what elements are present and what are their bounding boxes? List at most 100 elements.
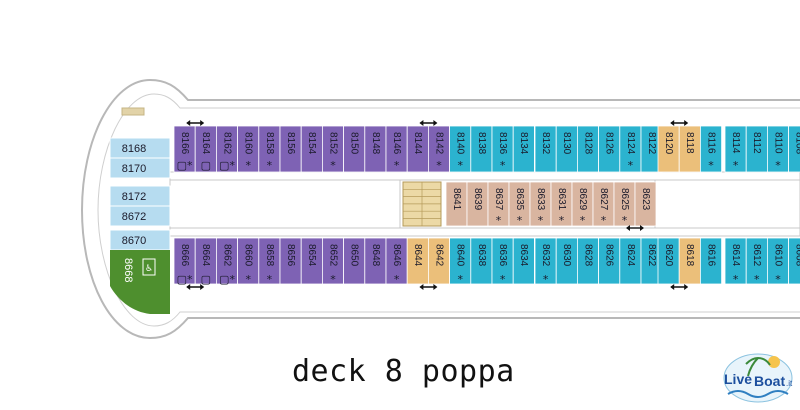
cabin-number: 8120: [663, 132, 674, 155]
cabin-8138[interactable]: 8138: [470, 125, 493, 173]
cabin-fill: [109, 205, 171, 227]
cabin-8642[interactable]: 8642: [427, 237, 450, 285]
cabin-8130[interactable]: 8130: [555, 125, 578, 173]
cabin-8670[interactable]: 8670: [109, 229, 171, 251]
cabin-8652[interactable]: 8652*: [321, 237, 344, 286]
cabin-number: 8132: [540, 132, 551, 155]
cabin-8623[interactable]: 8623: [634, 181, 657, 227]
cabin-8614[interactable]: 8614*: [724, 237, 747, 286]
cabin-8641[interactable]: 8641: [445, 181, 468, 227]
cabin-number: 8140: [455, 132, 466, 155]
cabin-number: 8642: [433, 244, 444, 267]
cabin-8168[interactable]: 8168: [109, 137, 171, 159]
cabin-8666[interactable]: 8666▢*: [173, 237, 196, 286]
cabin-8610[interactable]: 8610*: [767, 237, 790, 286]
cabin-8648[interactable]: 8648: [364, 237, 387, 285]
cabin-marker: *: [394, 273, 400, 286]
cabin-8630[interactable]: 8630: [555, 237, 578, 285]
cabin-number: 8648: [370, 244, 381, 267]
cabin-8637[interactable]: 8637*: [487, 181, 510, 227]
cabin-8120[interactable]: 8120: [657, 125, 680, 173]
cabin-8656[interactable]: 8656: [279, 237, 302, 285]
cabin-8116[interactable]: 8116*: [700, 125, 723, 173]
cabin-8152[interactable]: 8152 *: [321, 125, 344, 173]
cabin-8118[interactable]: 8118: [678, 125, 701, 173]
cabin-8628[interactable]: 8628: [577, 237, 600, 285]
cabin-marker: *: [457, 159, 463, 172]
cabin-number: 8638: [476, 244, 487, 267]
cabin-8627[interactable]: 8627*: [592, 181, 615, 227]
cabin-number: 8632: [540, 244, 551, 267]
cabin-8634[interactable]: 8634: [512, 237, 535, 285]
cabin-8140[interactable]: 8140 *: [449, 125, 472, 173]
accessible-cabin-icon: [142, 258, 156, 276]
cabin-8154[interactable]: 8154: [300, 125, 323, 173]
cabin-8639[interactable]: 8639: [466, 181, 489, 227]
cabin-fill: [109, 157, 171, 179]
cabin-8160[interactable]: 8160*: [237, 125, 260, 173]
cabin-8658[interactable]: 8658*: [258, 237, 281, 286]
cabin-8156[interactable]: 8156: [279, 125, 302, 173]
cabin-8110[interactable]: 8110*: [767, 125, 790, 173]
cabin-8164[interactable]: 8164▢: [194, 125, 217, 173]
cabin-number: 8152: [327, 132, 338, 155]
cabin-8660[interactable]: 8660*: [237, 237, 260, 286]
cabin-marker: *: [267, 273, 273, 286]
cabin-8148[interactable]: 8148: [364, 125, 387, 173]
cabin-8618[interactable]: 8618: [678, 237, 701, 285]
cabin-8170[interactable]: 8170: [109, 157, 171, 179]
cabin-8134[interactable]: 8134: [512, 125, 535, 173]
cabin-8620[interactable]: 8620: [657, 237, 680, 285]
cabin-8114[interactable]: 8114*: [724, 125, 747, 173]
cabin-8150[interactable]: 8150: [343, 125, 366, 173]
hull-outline: [80, 78, 800, 340]
cabin-8633[interactable]: 8633*: [529, 181, 552, 227]
cabin-8108[interactable]: 8108: [788, 125, 800, 173]
cabin-8638[interactable]: 8638: [470, 237, 493, 285]
cabin-8132[interactable]: 8132: [534, 125, 557, 173]
cabin-marker: *: [496, 214, 502, 227]
cabin-8654[interactable]: 8654: [300, 237, 323, 285]
cabin-8172[interactable]: 8172: [109, 185, 171, 207]
connecting-arrow-icon: [186, 120, 205, 126]
cabin-8612[interactable]: 8612*: [745, 237, 768, 286]
cabin-8146[interactable]: 8146*: [385, 125, 408, 173]
cabin-marker: *: [580, 214, 586, 227]
cabin-8640[interactable]: 8640*: [449, 237, 472, 286]
cabin-8636[interactable]: 8636*: [491, 237, 514, 286]
cabin-8626[interactable]: 8626: [598, 237, 621, 285]
cabin-8128[interactable]: 8128: [577, 125, 600, 173]
cabin-8144[interactable]: 8144: [406, 125, 429, 173]
cabin-marker: *: [733, 159, 739, 172]
cabin-8166[interactable]: 8166▢*: [173, 125, 196, 173]
cabin-number: 8636: [497, 244, 508, 267]
cabin-8142[interactable]: 8142*: [427, 125, 450, 173]
cabin-8632[interactable]: 8632*: [534, 237, 557, 286]
cabin-8625[interactable]: 8625*: [613, 181, 636, 227]
cabin-8650[interactable]: 8650: [343, 237, 366, 285]
logo-live-text: Live: [724, 371, 752, 387]
cabin-8646[interactable]: 8646*: [385, 237, 408, 286]
cabin-8608[interactable]: 8608: [788, 237, 800, 285]
cabin-8644[interactable]: 8644: [406, 237, 429, 285]
cabin-fill: [634, 181, 657, 227]
cabin-8112[interactable]: 8112: [745, 125, 768, 173]
cabin-8124[interactable]: 8124*: [619, 125, 642, 173]
cabin-8629[interactable]: 8629*: [571, 181, 594, 227]
logo-palm-icon: [745, 357, 771, 377]
cabin-8631[interactable]: 8631*: [550, 181, 573, 227]
cabin-8616[interactable]: 8616: [700, 237, 723, 285]
cabin-8635[interactable]: 8635*: [508, 181, 531, 227]
cabin-8664[interactable]: 8664▢: [194, 237, 217, 286]
cabin-marker: *: [330, 159, 336, 172]
cabin-8126[interactable]: 8126: [598, 125, 621, 173]
cabin-8158[interactable]: 8158*: [258, 125, 281, 173]
cabin-8668[interactable]: 8668♿: [110, 250, 170, 314]
cabin-8672[interactable]: 8672: [109, 205, 171, 227]
cabin-8662[interactable]: 8662▢*: [215, 237, 238, 286]
cabin-8136[interactable]: 8136*: [491, 125, 514, 173]
cabin-8162[interactable]: 8162▢*: [215, 125, 238, 173]
cabin-marker: *: [559, 214, 565, 227]
cabin-number: 8672: [122, 211, 146, 223]
cabin-8624[interactable]: 8624: [619, 237, 642, 285]
